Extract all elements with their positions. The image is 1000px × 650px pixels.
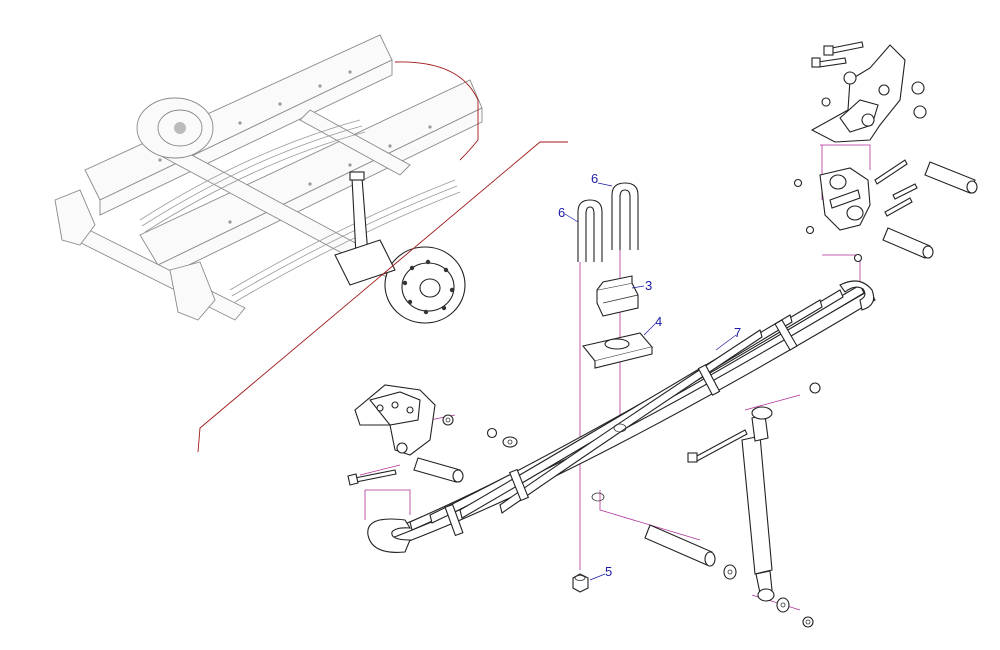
spring-washer-upper <box>486 427 518 448</box>
inset-leader-line <box>197 141 568 453</box>
u-bolt-nut <box>572 573 589 593</box>
callout-labels: 6 6 3 4 7 5 <box>558 171 741 581</box>
callout-3-axle-seat: 3 <box>645 278 652 293</box>
context-hub-left <box>136 97 214 159</box>
leaf-spring-front-eye <box>367 518 412 553</box>
axle-seat-block <box>596 275 639 317</box>
context-hanger-front <box>54 189 96 246</box>
shackle-pin-upper <box>924 161 978 194</box>
context-axle-bracket <box>334 239 396 286</box>
rear-hanger-bolts <box>811 41 927 119</box>
callout-7-leaf-spring: 7 <box>734 325 741 340</box>
u-bolt-front <box>577 199 603 262</box>
leaf-spring-assembly <box>367 280 876 553</box>
shackle-bolts <box>793 159 918 263</box>
context-hub-right <box>384 246 466 324</box>
front-shackle-pin <box>413 457 464 483</box>
rear-shackle <box>819 167 871 231</box>
shock-absorber <box>741 406 775 602</box>
rear-hanger-bracket <box>810 44 906 143</box>
leaf-spring-rear-eye <box>839 280 875 311</box>
context-leaf-springs <box>139 119 461 303</box>
shackle-pin-lower <box>882 227 934 259</box>
callout-5-nut: 5 <box>605 564 612 579</box>
context-hanger-rear <box>169 261 216 321</box>
front-hanger-bracket <box>354 384 436 456</box>
front-hanger-bolt <box>347 469 397 486</box>
front-hanger-nut <box>442 414 454 426</box>
frame-rivets <box>158 70 432 224</box>
callout-4-spring-pad: 4 <box>655 314 662 329</box>
callout-6-rear-ubolt: 6 <box>591 171 598 186</box>
chassis-context-view <box>54 34 483 324</box>
spring-pad-plate <box>582 332 653 369</box>
u-bolt-rear <box>611 182 639 250</box>
shock-lower-pin <box>644 524 737 580</box>
inset-boundary <box>394 61 479 161</box>
shock-upper-bolt <box>687 382 821 463</box>
callout-6-front-ubolt: 6 <box>558 205 565 220</box>
cross-member-mid <box>299 109 411 176</box>
shock-lower-hardware <box>776 597 814 628</box>
